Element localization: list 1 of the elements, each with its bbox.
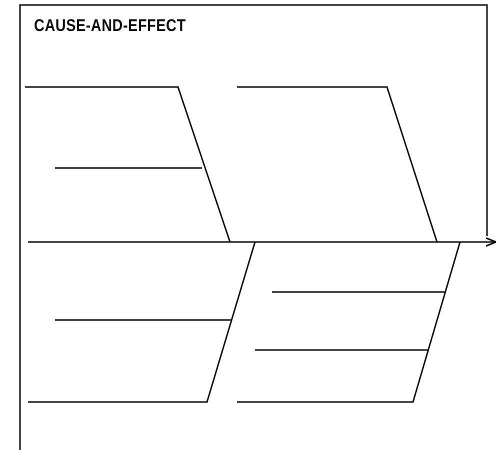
diagram-title: CAUSE-AND-EFFECT xyxy=(34,16,186,36)
